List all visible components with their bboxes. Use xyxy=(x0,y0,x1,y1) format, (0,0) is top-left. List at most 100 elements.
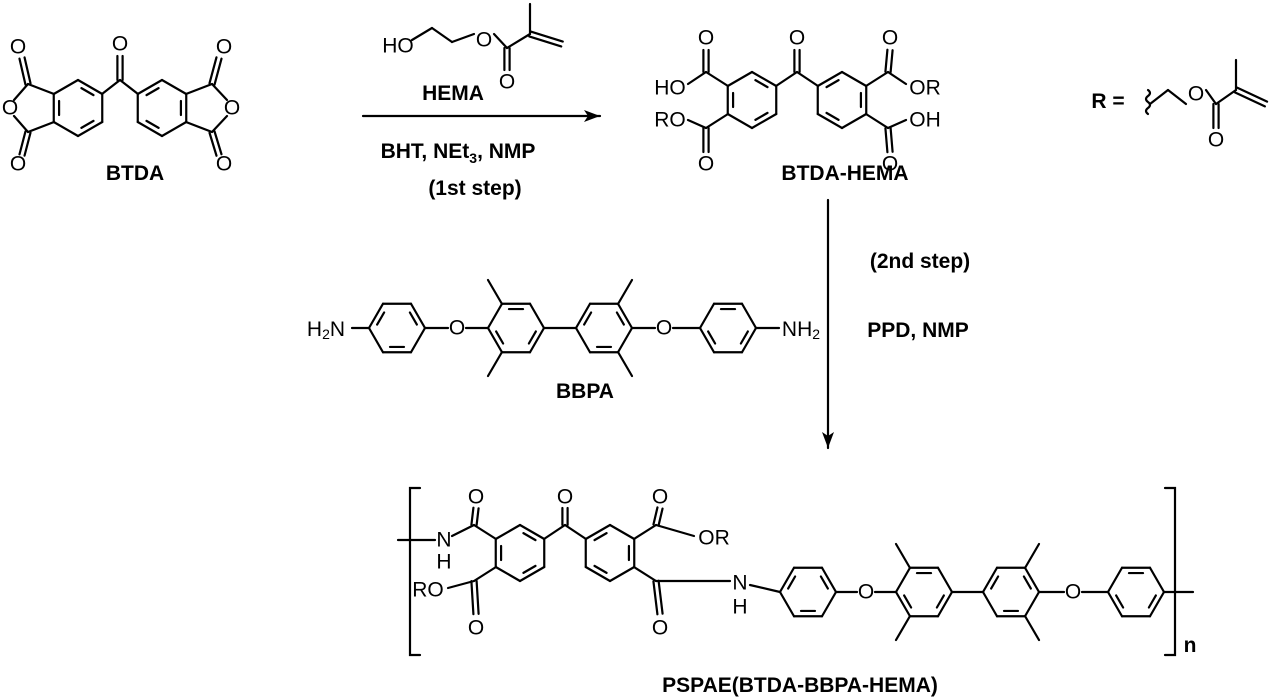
double-bond xyxy=(1235,86,1269,103)
ring-bond xyxy=(52,120,80,138)
atom-n: N xyxy=(732,572,747,595)
ring-bond xyxy=(840,112,868,130)
atom-o: O xyxy=(882,153,898,176)
ring-bond xyxy=(726,70,754,88)
double-bond xyxy=(652,580,659,616)
atom-h: H xyxy=(436,551,451,574)
atom-o: O xyxy=(882,27,898,50)
bond xyxy=(632,565,658,583)
aromatic-inner-bond xyxy=(825,79,840,89)
ring-bond xyxy=(409,326,427,354)
atom-o: O xyxy=(858,581,874,604)
bond xyxy=(1023,542,1041,570)
ring-bond xyxy=(698,302,716,330)
bond xyxy=(210,114,229,134)
bond xyxy=(430,26,454,44)
step1-label: (1st step) xyxy=(428,177,521,200)
aromatic-inner-bond xyxy=(825,111,840,121)
ring-bond xyxy=(608,523,636,541)
bond xyxy=(686,118,708,130)
aromatic-inner-bond xyxy=(754,79,769,89)
r-group-definition: R = O O xyxy=(1091,83,1224,152)
bond xyxy=(894,614,912,642)
ring-bond xyxy=(486,326,504,354)
double-bond xyxy=(213,57,223,86)
bond xyxy=(704,112,730,130)
ring-bond xyxy=(740,326,758,354)
ring-bond xyxy=(518,565,546,583)
ring-bond xyxy=(894,590,912,618)
bond xyxy=(894,542,912,570)
aromatic-inner-bond xyxy=(1115,594,1125,609)
step2-conditions: PPD, NMP xyxy=(867,319,969,342)
bond xyxy=(184,120,214,134)
atom-o: O xyxy=(698,27,714,50)
ring-bond xyxy=(981,566,999,594)
bond xyxy=(563,523,588,541)
bond xyxy=(26,82,56,96)
product-label: PSPAE(BTDA-BBPA-HEMA) xyxy=(662,674,938,697)
aromatic-inner-bond xyxy=(593,532,608,542)
aromatic-inner-bond xyxy=(754,111,769,121)
bond xyxy=(100,78,122,96)
atom-o: O xyxy=(224,97,240,120)
ring-bond xyxy=(698,326,716,354)
ring-bond xyxy=(616,302,634,330)
double-bond xyxy=(889,126,894,153)
bond xyxy=(26,120,56,134)
bond xyxy=(886,70,908,86)
ring-bond xyxy=(778,590,796,618)
bracket-left xyxy=(408,486,422,657)
step1-conditions: BHT, NEt3, NMP xyxy=(381,140,536,166)
ring-bond xyxy=(936,566,954,594)
ring-bond xyxy=(367,326,385,354)
bond xyxy=(686,70,708,86)
aromatic-inner-bond xyxy=(615,311,625,326)
ring-bond xyxy=(1148,566,1166,594)
atom-o: O xyxy=(112,33,128,56)
ring-bond xyxy=(750,70,778,88)
atom-o: O xyxy=(216,36,232,59)
atom-o: O xyxy=(652,486,668,509)
ring-bond xyxy=(778,566,796,594)
atom-oh: OH xyxy=(909,109,941,132)
ring-bond xyxy=(494,565,522,583)
aromatic-inner-bond xyxy=(593,564,608,574)
double-bond xyxy=(884,48,889,73)
ring-bond xyxy=(160,120,188,138)
ring-bond xyxy=(981,590,999,618)
ring-bond xyxy=(750,112,778,130)
double-bond xyxy=(208,131,218,157)
double-bond xyxy=(18,130,27,156)
aromatic-inner-bond xyxy=(376,311,386,326)
bond xyxy=(864,70,890,88)
btda-hema-structure: O O O O O HO RO OR OH BTDA-HEMA xyxy=(654,27,941,186)
bond xyxy=(472,565,498,583)
ring-bond xyxy=(1106,566,1124,594)
ring-bond xyxy=(1023,590,1041,618)
double-bond xyxy=(889,49,894,74)
bond xyxy=(486,350,504,378)
aromatic-inner-bond xyxy=(707,330,717,345)
double-bond xyxy=(1233,91,1267,108)
ring-bond xyxy=(936,590,954,618)
ring-bond xyxy=(486,302,504,330)
bond xyxy=(1148,88,1170,106)
double-bond xyxy=(529,30,564,43)
aromatic-inner-bond xyxy=(495,330,505,345)
ring-bond xyxy=(894,566,912,594)
bond xyxy=(505,32,532,50)
double-bond xyxy=(475,579,480,615)
ring-bond xyxy=(574,302,592,330)
ring-bond xyxy=(1023,566,1041,594)
atom-nh2: NH2 xyxy=(782,318,820,343)
ring-bond xyxy=(1148,590,1166,618)
aromatic-inner-bond xyxy=(819,575,829,590)
aromatic-inner-bond xyxy=(145,87,160,97)
atom-o: O xyxy=(789,27,805,50)
atom-o: O xyxy=(1208,129,1224,152)
ring-bond xyxy=(494,523,522,541)
bond xyxy=(864,112,890,130)
bond xyxy=(486,278,504,306)
